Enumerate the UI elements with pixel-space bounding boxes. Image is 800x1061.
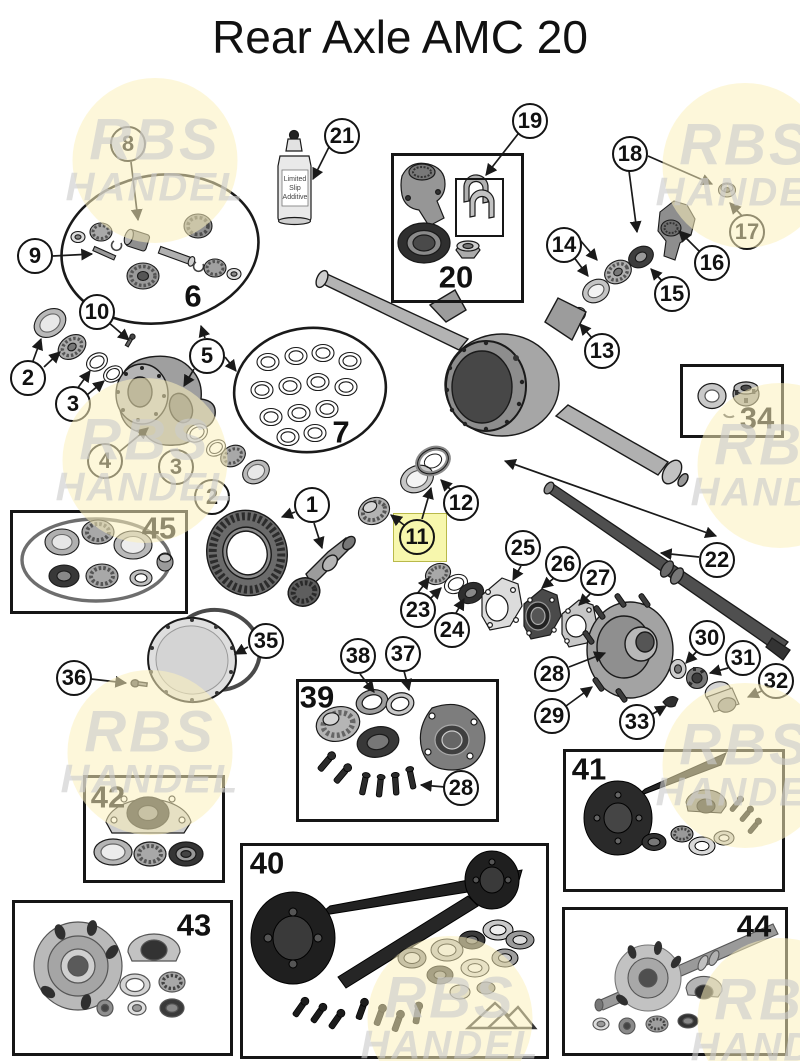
hub-kit-43	[33, 920, 186, 1018]
callout-2: 2	[10, 360, 46, 396]
ring-and-pinion	[206, 509, 356, 607]
callout-10: 10	[79, 294, 115, 330]
callout-5: 5	[189, 338, 225, 374]
callout-14: 14	[546, 227, 582, 263]
callout-19: 19	[512, 103, 548, 139]
bottle-label-line2: Slip	[289, 185, 301, 192]
callout-35: 35	[248, 623, 284, 659]
carrier-bearing-right	[186, 423, 270, 485]
callout-3: 3	[158, 449, 194, 485]
kit-box-43	[12, 900, 233, 1056]
callout-15: 15	[654, 276, 690, 312]
callout-22: 22	[699, 542, 735, 578]
outer-bearing-set	[424, 562, 485, 605]
axle-housing	[315, 269, 689, 488]
callout-28: 28	[443, 770, 479, 806]
pinion-bearing-11-12	[357, 445, 451, 526]
group-label-42: 42	[90, 779, 126, 815]
callout-9: 9	[17, 238, 53, 274]
callout-29: 29	[534, 698, 570, 734]
group-label-41: 41	[571, 751, 607, 787]
callout-26: 26	[545, 546, 581, 582]
callout-31: 31	[725, 640, 761, 676]
group-label-39: 39	[299, 679, 335, 715]
group-label-40: 40	[249, 845, 285, 881]
additive-bottle: Limited Slip Additive	[277, 129, 312, 226]
page-title: Rear Axle AMC 20	[212, 11, 588, 63]
callout-3: 3	[55, 386, 91, 422]
diff-cover	[130, 607, 262, 704]
callout-32: 32	[758, 663, 794, 699]
callout-8: 8	[110, 126, 146, 162]
kit-box-40	[240, 843, 549, 1059]
yoke-kit-contents	[397, 162, 495, 264]
bottle-label-line3: Additive	[283, 194, 308, 201]
callout-24: 24	[434, 612, 470, 648]
callout-33: 33	[619, 704, 655, 740]
callout-25: 25	[505, 530, 541, 566]
callout-4: 4	[87, 443, 123, 479]
group-label-20: 20	[438, 259, 474, 295]
callout-27: 27	[580, 560, 616, 596]
callout-36: 36	[56, 660, 92, 696]
callout-28: 28	[534, 656, 570, 692]
callout-37: 37	[385, 636, 421, 672]
callout-38: 38	[340, 638, 376, 674]
callout-18: 18	[612, 136, 648, 172]
retainer-gasket-set	[481, 577, 598, 648]
callout-13: 13	[584, 333, 620, 369]
callout-30: 30	[689, 620, 725, 656]
kit-box-20	[391, 153, 524, 303]
kit-box-39	[296, 679, 499, 822]
hub-assembly	[582, 593, 674, 703]
callout-21: 21	[324, 118, 360, 154]
group-label-45: 45	[141, 510, 177, 546]
group-label-34: 34	[739, 400, 775, 436]
callout-23: 23	[400, 592, 436, 628]
bearing-kit-39	[315, 689, 486, 798]
callout-16: 16	[694, 245, 730, 281]
shim-kit-group	[232, 326, 388, 454]
callout-11: 11	[399, 519, 435, 555]
group-label-6: 6	[184, 278, 202, 314]
callout-17: 17	[729, 214, 765, 250]
group-label-7: 7	[332, 414, 350, 450]
callout-2: 2	[194, 479, 230, 515]
callout-1: 1	[294, 487, 330, 523]
callout-12: 12	[443, 485, 479, 521]
group-label-44: 44	[736, 908, 772, 944]
kit-box-20-inner	[455, 178, 504, 237]
group-label-43: 43	[176, 907, 212, 943]
bottle-label-line1: Limited	[284, 176, 307, 183]
